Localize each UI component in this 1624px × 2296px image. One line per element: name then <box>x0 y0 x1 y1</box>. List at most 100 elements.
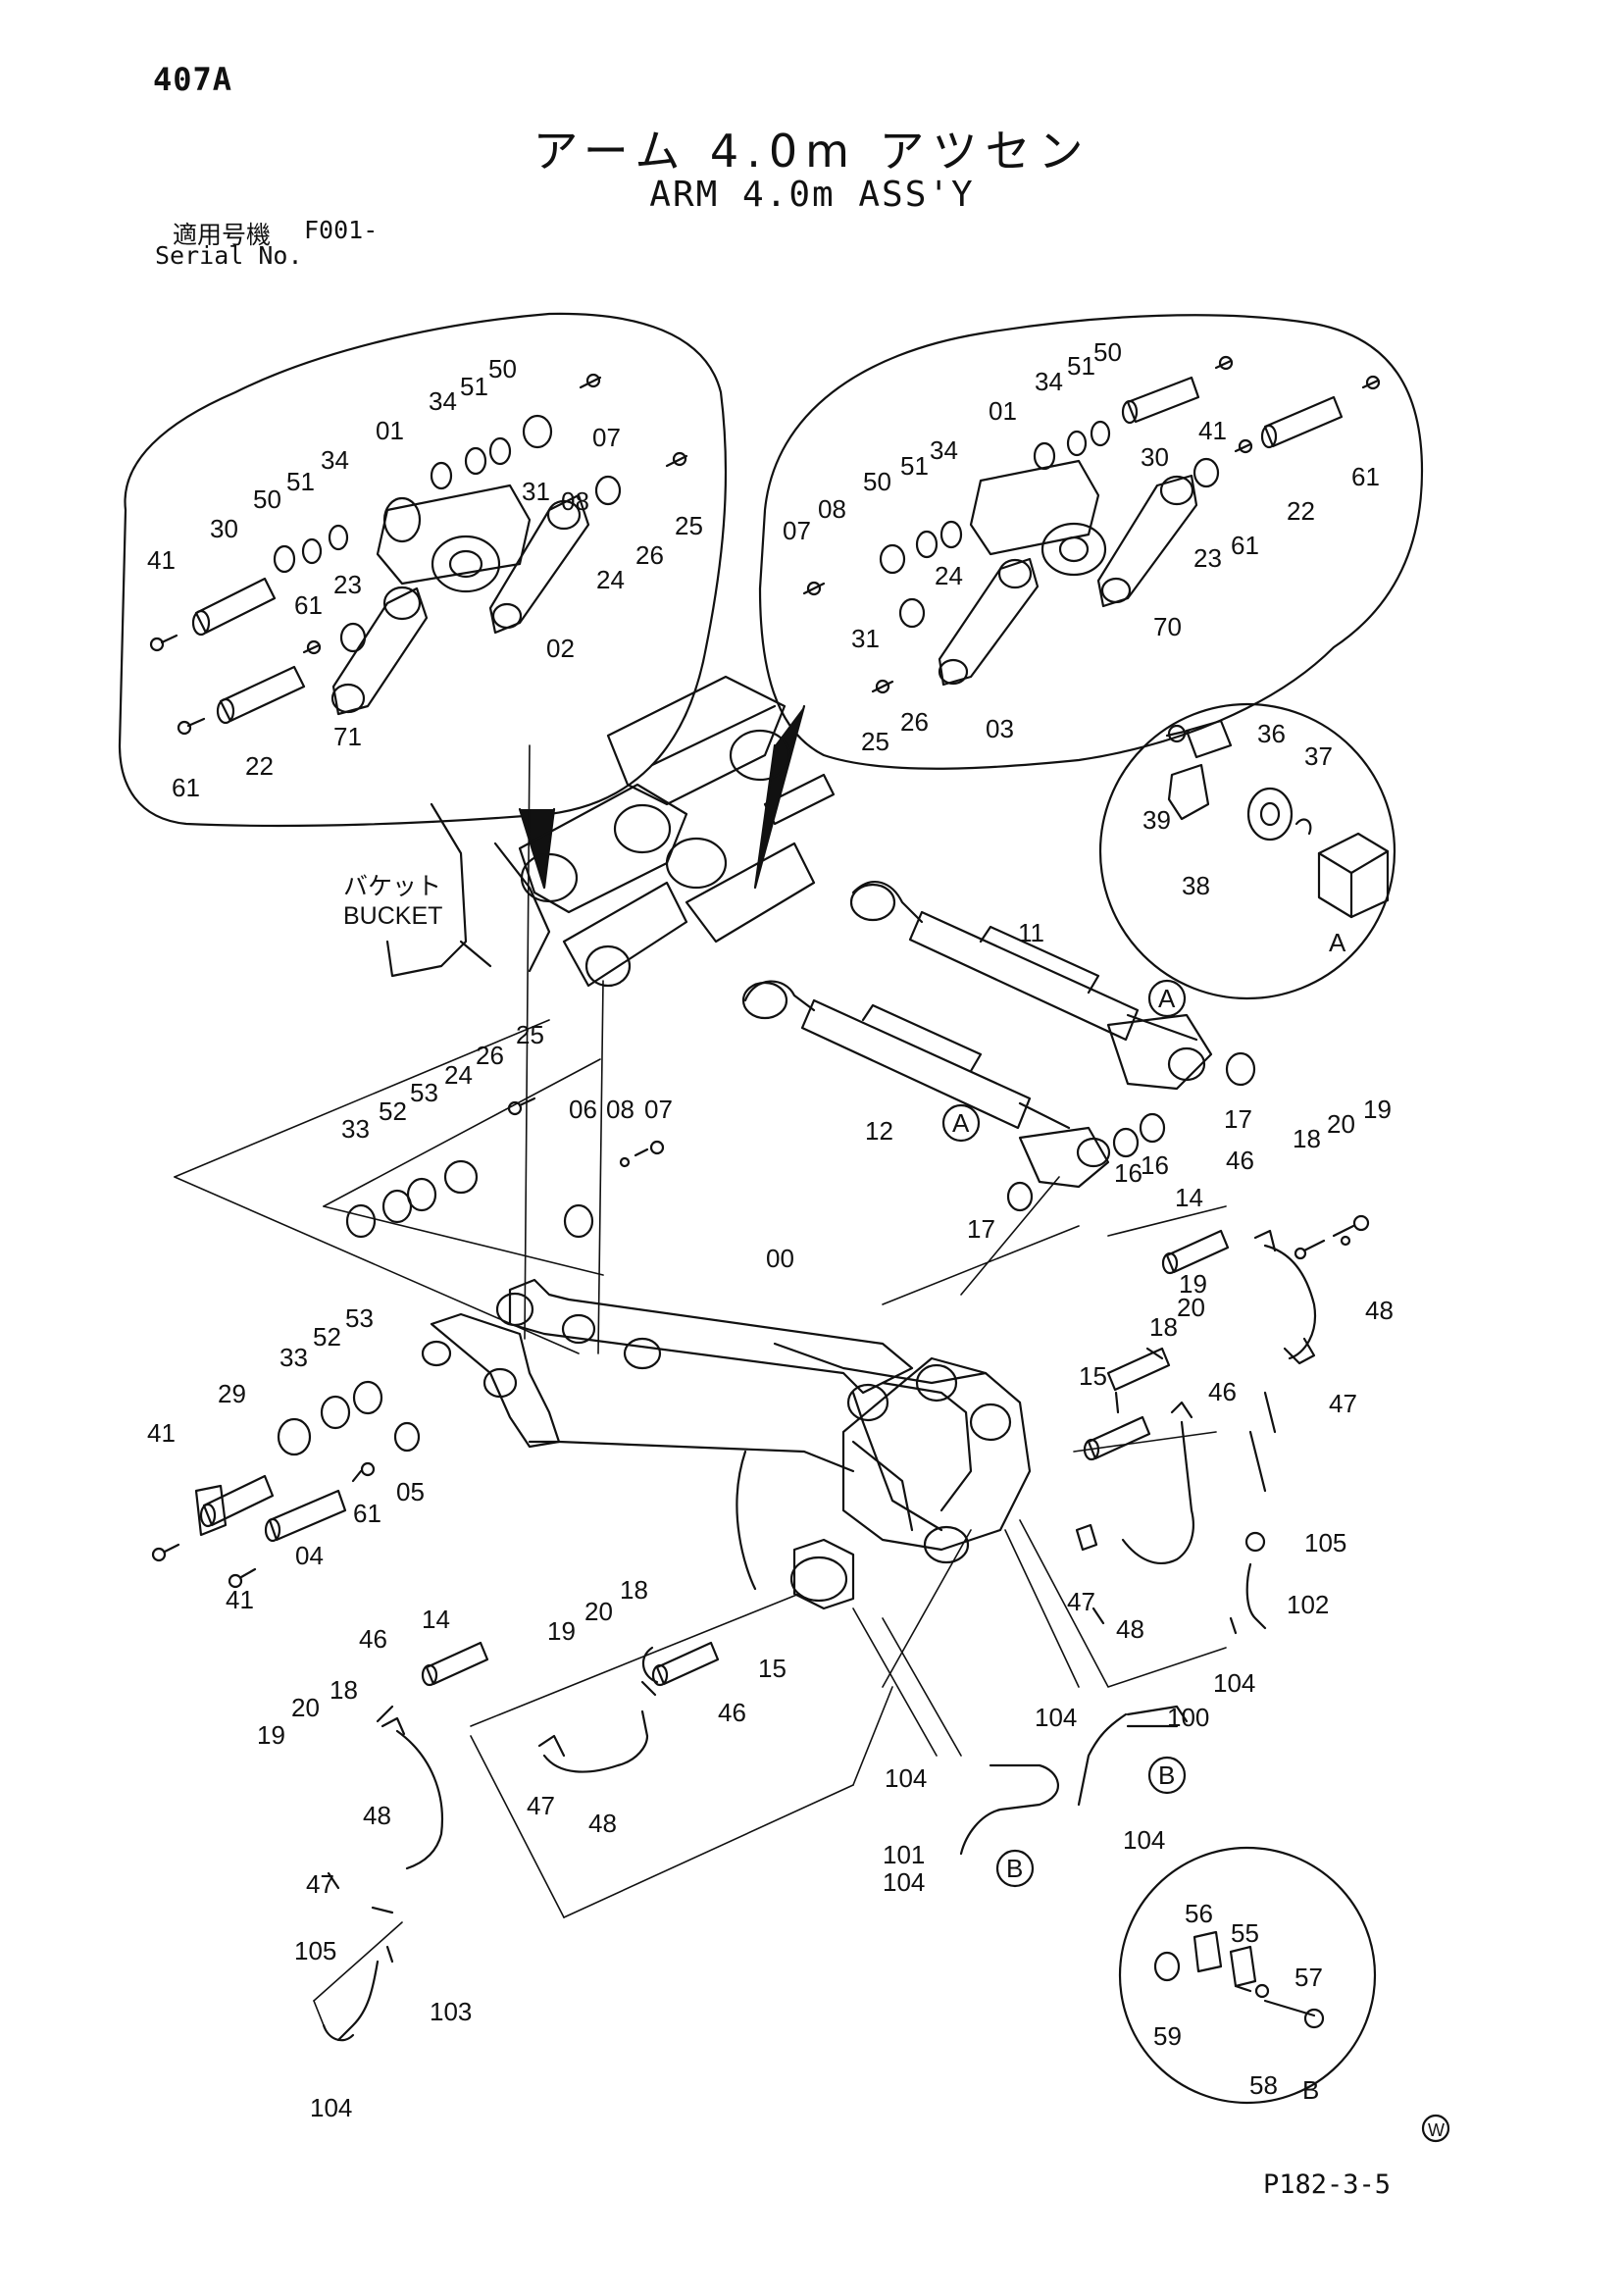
callout-label: 14 <box>422 1605 450 1634</box>
callout-label: 33 <box>341 1114 370 1144</box>
callout-label: 41 <box>226 1585 254 1614</box>
callout-label: 46 <box>1226 1146 1254 1175</box>
bucket-outline <box>385 802 551 978</box>
callout-label: 41 <box>147 545 176 575</box>
pins-14-15-right <box>1083 1214 1370 1461</box>
callout-label: 104 <box>883 1867 925 1897</box>
callout-label: 15 <box>758 1654 787 1683</box>
callout-label: 50 <box>1093 337 1122 367</box>
callout-label: 51 <box>1067 351 1095 381</box>
callout-label: 104 <box>1123 1825 1165 1855</box>
callout-label: 104 <box>1035 1703 1077 1732</box>
bolts-lower-left <box>151 1097 665 1589</box>
callout-label: 20 <box>1327 1109 1355 1139</box>
callout-b-left-text: B <box>1006 1854 1023 1883</box>
callout-label: 47 <box>306 1869 334 1899</box>
callout-a-lower-text: A <box>952 1108 970 1138</box>
detail-circle-a <box>1098 702 1396 1000</box>
pin-22-right <box>1260 395 1344 449</box>
callout-label: 70 <box>1153 612 1182 641</box>
callout-label: 12 <box>865 1116 893 1146</box>
callout-label: 46 <box>359 1624 387 1654</box>
callout-label: 18 <box>330 1675 358 1705</box>
callout-label: 31 <box>522 477 550 506</box>
callout-label: 34 <box>321 445 349 475</box>
bucket-label-en: BUCKET <box>343 902 442 930</box>
callout-label: 07 <box>644 1095 673 1124</box>
title-japanese: アーム 4.0m アツセン <box>533 125 1091 178</box>
callout-label: 34 <box>1035 367 1063 396</box>
link-03-right <box>938 557 1040 687</box>
callout-label: 19 <box>1179 1269 1207 1299</box>
hose-48-lower <box>376 1705 649 1870</box>
callout-label: 11 <box>1018 918 1044 947</box>
callout-label: 31 <box>851 624 880 653</box>
callout-label: 102 <box>1287 1590 1329 1619</box>
callout-label: 07 <box>783 516 811 545</box>
serial-label-jp: 適用号機 <box>173 221 272 249</box>
link-70-right <box>1096 474 1198 608</box>
callout-label: 26 <box>476 1041 504 1070</box>
callout-label: 53 <box>345 1303 374 1333</box>
callout-label: 52 <box>313 1322 341 1352</box>
bolts-right <box>802 355 1381 694</box>
callout-label: 33 <box>279 1343 308 1372</box>
pin-04 <box>264 1489 347 1543</box>
callout-label: 105 <box>294 1936 336 1965</box>
callout-label: 39 <box>1142 805 1171 835</box>
callout-label: 30 <box>1141 442 1169 472</box>
callout-label: 37 <box>1304 741 1333 771</box>
callout-label: 05 <box>396 1477 425 1506</box>
detail-a-parts <box>1165 719 1390 919</box>
hose-48-right <box>1244 1229 1317 1553</box>
callout-label: 04 <box>295 1541 324 1570</box>
callout-label: 61 <box>1351 462 1380 491</box>
callout-label: 29 <box>218 1379 246 1408</box>
callout-label: 19 <box>547 1616 576 1646</box>
callout-label: 50 <box>253 485 281 514</box>
callout-a-upper <box>1147 979 1187 1018</box>
callout-label: 50 <box>488 354 517 383</box>
callout-label: 14 <box>1175 1183 1203 1212</box>
callout-label: 25 <box>516 1020 544 1049</box>
callout-label: 61 <box>353 1499 381 1528</box>
link-71-left <box>330 586 429 716</box>
detail-bubble-left <box>118 312 728 828</box>
callout-label: 26 <box>900 707 929 737</box>
callout-label: 18 <box>1293 1124 1321 1153</box>
link-02-left <box>488 493 590 635</box>
callout-label: 38 <box>1182 871 1210 900</box>
callout-label: 20 <box>584 1597 613 1626</box>
detail-circle-b <box>1118 1846 1377 2105</box>
leader-left <box>518 807 556 890</box>
callout-label: 24 <box>935 561 963 590</box>
link-01-left <box>376 484 532 593</box>
callout-label: 61 <box>172 773 200 802</box>
callout-label: 51 <box>900 451 929 481</box>
link-01-right <box>969 459 1107 577</box>
page-number: 407A <box>153 61 233 98</box>
callout-label: 01 <box>989 396 1017 426</box>
callout-a-upper-text: A <box>1158 984 1176 1013</box>
callout-label: 48 <box>1365 1296 1394 1325</box>
title-english: ARM 4.0m ASS'Y <box>649 175 975 215</box>
pipe-100-102 <box>959 1562 1267 1856</box>
callout-label: 16 <box>1141 1150 1169 1180</box>
callout-label: 17 <box>967 1214 995 1244</box>
callout-label: 47 <box>527 1791 555 1820</box>
washers-left <box>273 414 622 653</box>
callout-label: 23 <box>1193 543 1222 573</box>
callout-b-right-text: B <box>1158 1760 1175 1790</box>
callout-label: 36 <box>1257 719 1286 748</box>
pin-15-lower <box>640 1641 720 1697</box>
callout-label: 34 <box>429 386 457 416</box>
leader-lines <box>174 744 1227 2026</box>
callout-label: 61 <box>1231 531 1259 560</box>
callout-label: 48 <box>363 1801 391 1830</box>
reference-code: P182-3-5 <box>1263 2169 1392 2200</box>
pin-22-left <box>216 665 306 725</box>
upper-linkage <box>518 675 836 988</box>
callout-label: 104 <box>310 2093 352 2122</box>
